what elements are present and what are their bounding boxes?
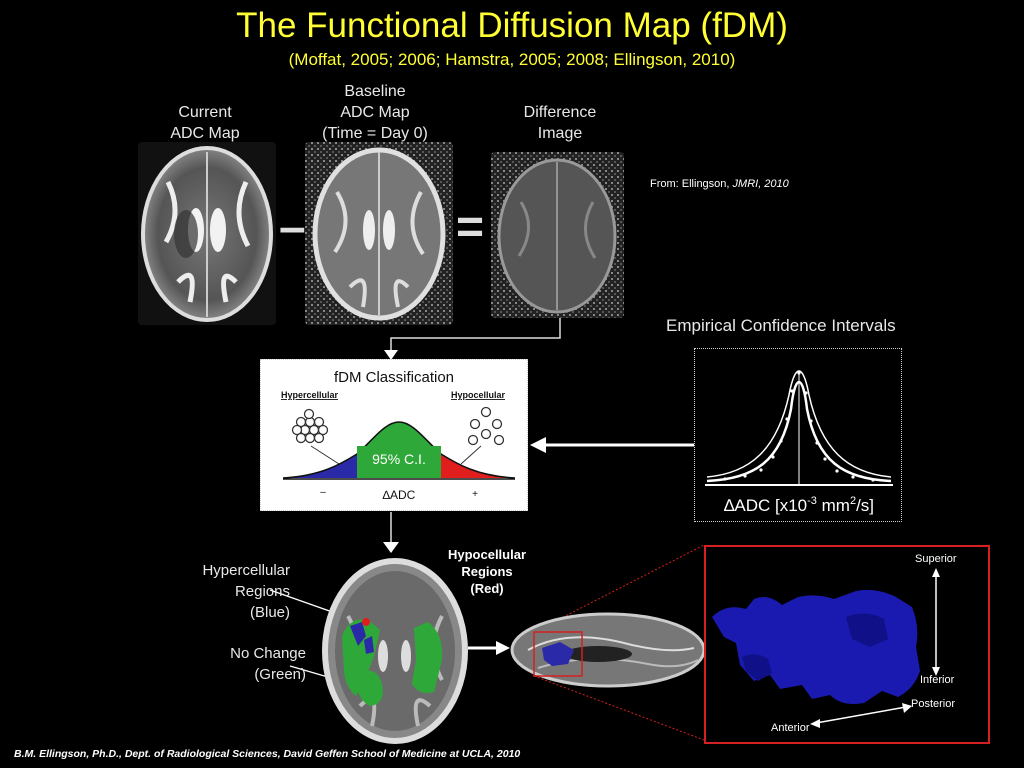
label-line: Regions [234, 583, 290, 600]
arrow-head-down [384, 350, 398, 360]
inferior-arrow-head [932, 667, 940, 676]
posterior-label: Posterior [911, 698, 956, 710]
hypercellular-regions-label: Hypercellular Regions (Blue) [170, 560, 290, 623]
eci-curve-plot: ∆ADC [x10-3 mm2/s] [705, 370, 893, 515]
hyper-tail [283, 454, 357, 478]
minus-operator: – [279, 201, 306, 254]
fdm-classification-box: fDM Classification Hypercellular Hypocel… [260, 359, 528, 511]
ci-label: 95% C.I. [372, 451, 426, 467]
label-line: Image [537, 125, 583, 142]
inset-highlight-box [533, 631, 583, 677]
label-line: Hypocellular [447, 547, 527, 562]
baseline-adc-map [305, 142, 453, 325]
difference-image [491, 152, 624, 318]
minus-sign: – [320, 487, 326, 498]
current-adc-map [138, 142, 276, 325]
superior-label: Superior [915, 553, 957, 565]
3d-render [712, 568, 940, 728]
label-line: (Time = Day 0) [322, 125, 428, 142]
label-line: Current [178, 104, 232, 121]
dense-cells-icon [291, 408, 329, 444]
arrow-head-right [496, 641, 510, 655]
label-line: ADC Map [170, 125, 240, 142]
hyper-label: Hypercellular [281, 390, 339, 400]
plus-sign: + [472, 489, 478, 500]
source-journal: JMRI, 2010 [732, 178, 789, 190]
delta-adc-label: ∆ADC [383, 488, 416, 502]
fdm-classification-diagram: fDM Classification Hypercellular Hypocel… [281, 369, 516, 502]
3d-render-panel [704, 545, 990, 744]
label-line: (Blue) [249, 604, 290, 621]
page-title: The Functional Diffusion Map (fDM) [236, 6, 788, 45]
label-line: ADC Map [340, 104, 410, 121]
label-line: No Change [230, 645, 306, 662]
fdm-title: fDM Classification [334, 369, 454, 386]
difference-image-label: Difference Image [500, 102, 620, 144]
hypocellular-region [362, 618, 370, 626]
sagittal-brain [510, 612, 706, 688]
hypocellular-regions-label: Hypocellular Regions (Red) [432, 546, 542, 597]
eci-plot-box: ∆ADC [x10-3 mm2/s] [694, 348, 902, 522]
source-citation: From: Ellingson, JMRI, 2010 [650, 178, 789, 190]
baseline-adc-label: Baseline ADC Map (Time = Day 0) [310, 81, 440, 144]
label-line: (Green) [254, 666, 306, 683]
superior-arrow-head [932, 568, 940, 577]
inferior-label: Inferior [920, 674, 955, 686]
anterior-label: Anterior [771, 722, 810, 734]
arrow-head-left [530, 437, 546, 453]
sparse-cells-icon [467, 406, 505, 446]
arrow-head-down-2 [383, 542, 399, 553]
eci-data-points [723, 371, 875, 482]
fdm-overlay-brain [322, 558, 468, 744]
label-line: Difference [523, 104, 597, 121]
hypercellular-region [350, 622, 366, 646]
no-change-region-right [412, 622, 443, 693]
label-line: Regions [461, 564, 513, 579]
current-adc-label: Current ADC Map [150, 102, 260, 144]
page-subtitle: (Moffat, 2005; 2006; Hamstra, 2005; 2008… [288, 50, 736, 69]
no-change-label: No Change (Green) [200, 643, 306, 685]
hypercellular-region-sagittal [542, 642, 574, 666]
hypercellular-3d-volume [712, 589, 920, 704]
equals-operator: = [456, 201, 485, 254]
hypo-label: Hypocellular [451, 390, 506, 400]
hypo-tail [441, 454, 515, 478]
label-line: (Red) [470, 581, 504, 596]
label-line: Baseline [344, 83, 406, 100]
no-change-region-bottom [357, 670, 383, 706]
posterior-arrow-head [902, 703, 912, 713]
eci-axis-label: ∆ADC [x10-3 mm2/s] [724, 495, 874, 515]
label-line: Hypercellular [202, 562, 290, 579]
eci-title: Empirical Confidence Intervals [666, 316, 896, 335]
anterior-arrow-head [810, 719, 820, 728]
source-prefix: From: Ellingson, [650, 178, 733, 190]
footer-credit: B.M. Ellingson, Ph.D., Dept. of Radiolog… [14, 748, 521, 760]
